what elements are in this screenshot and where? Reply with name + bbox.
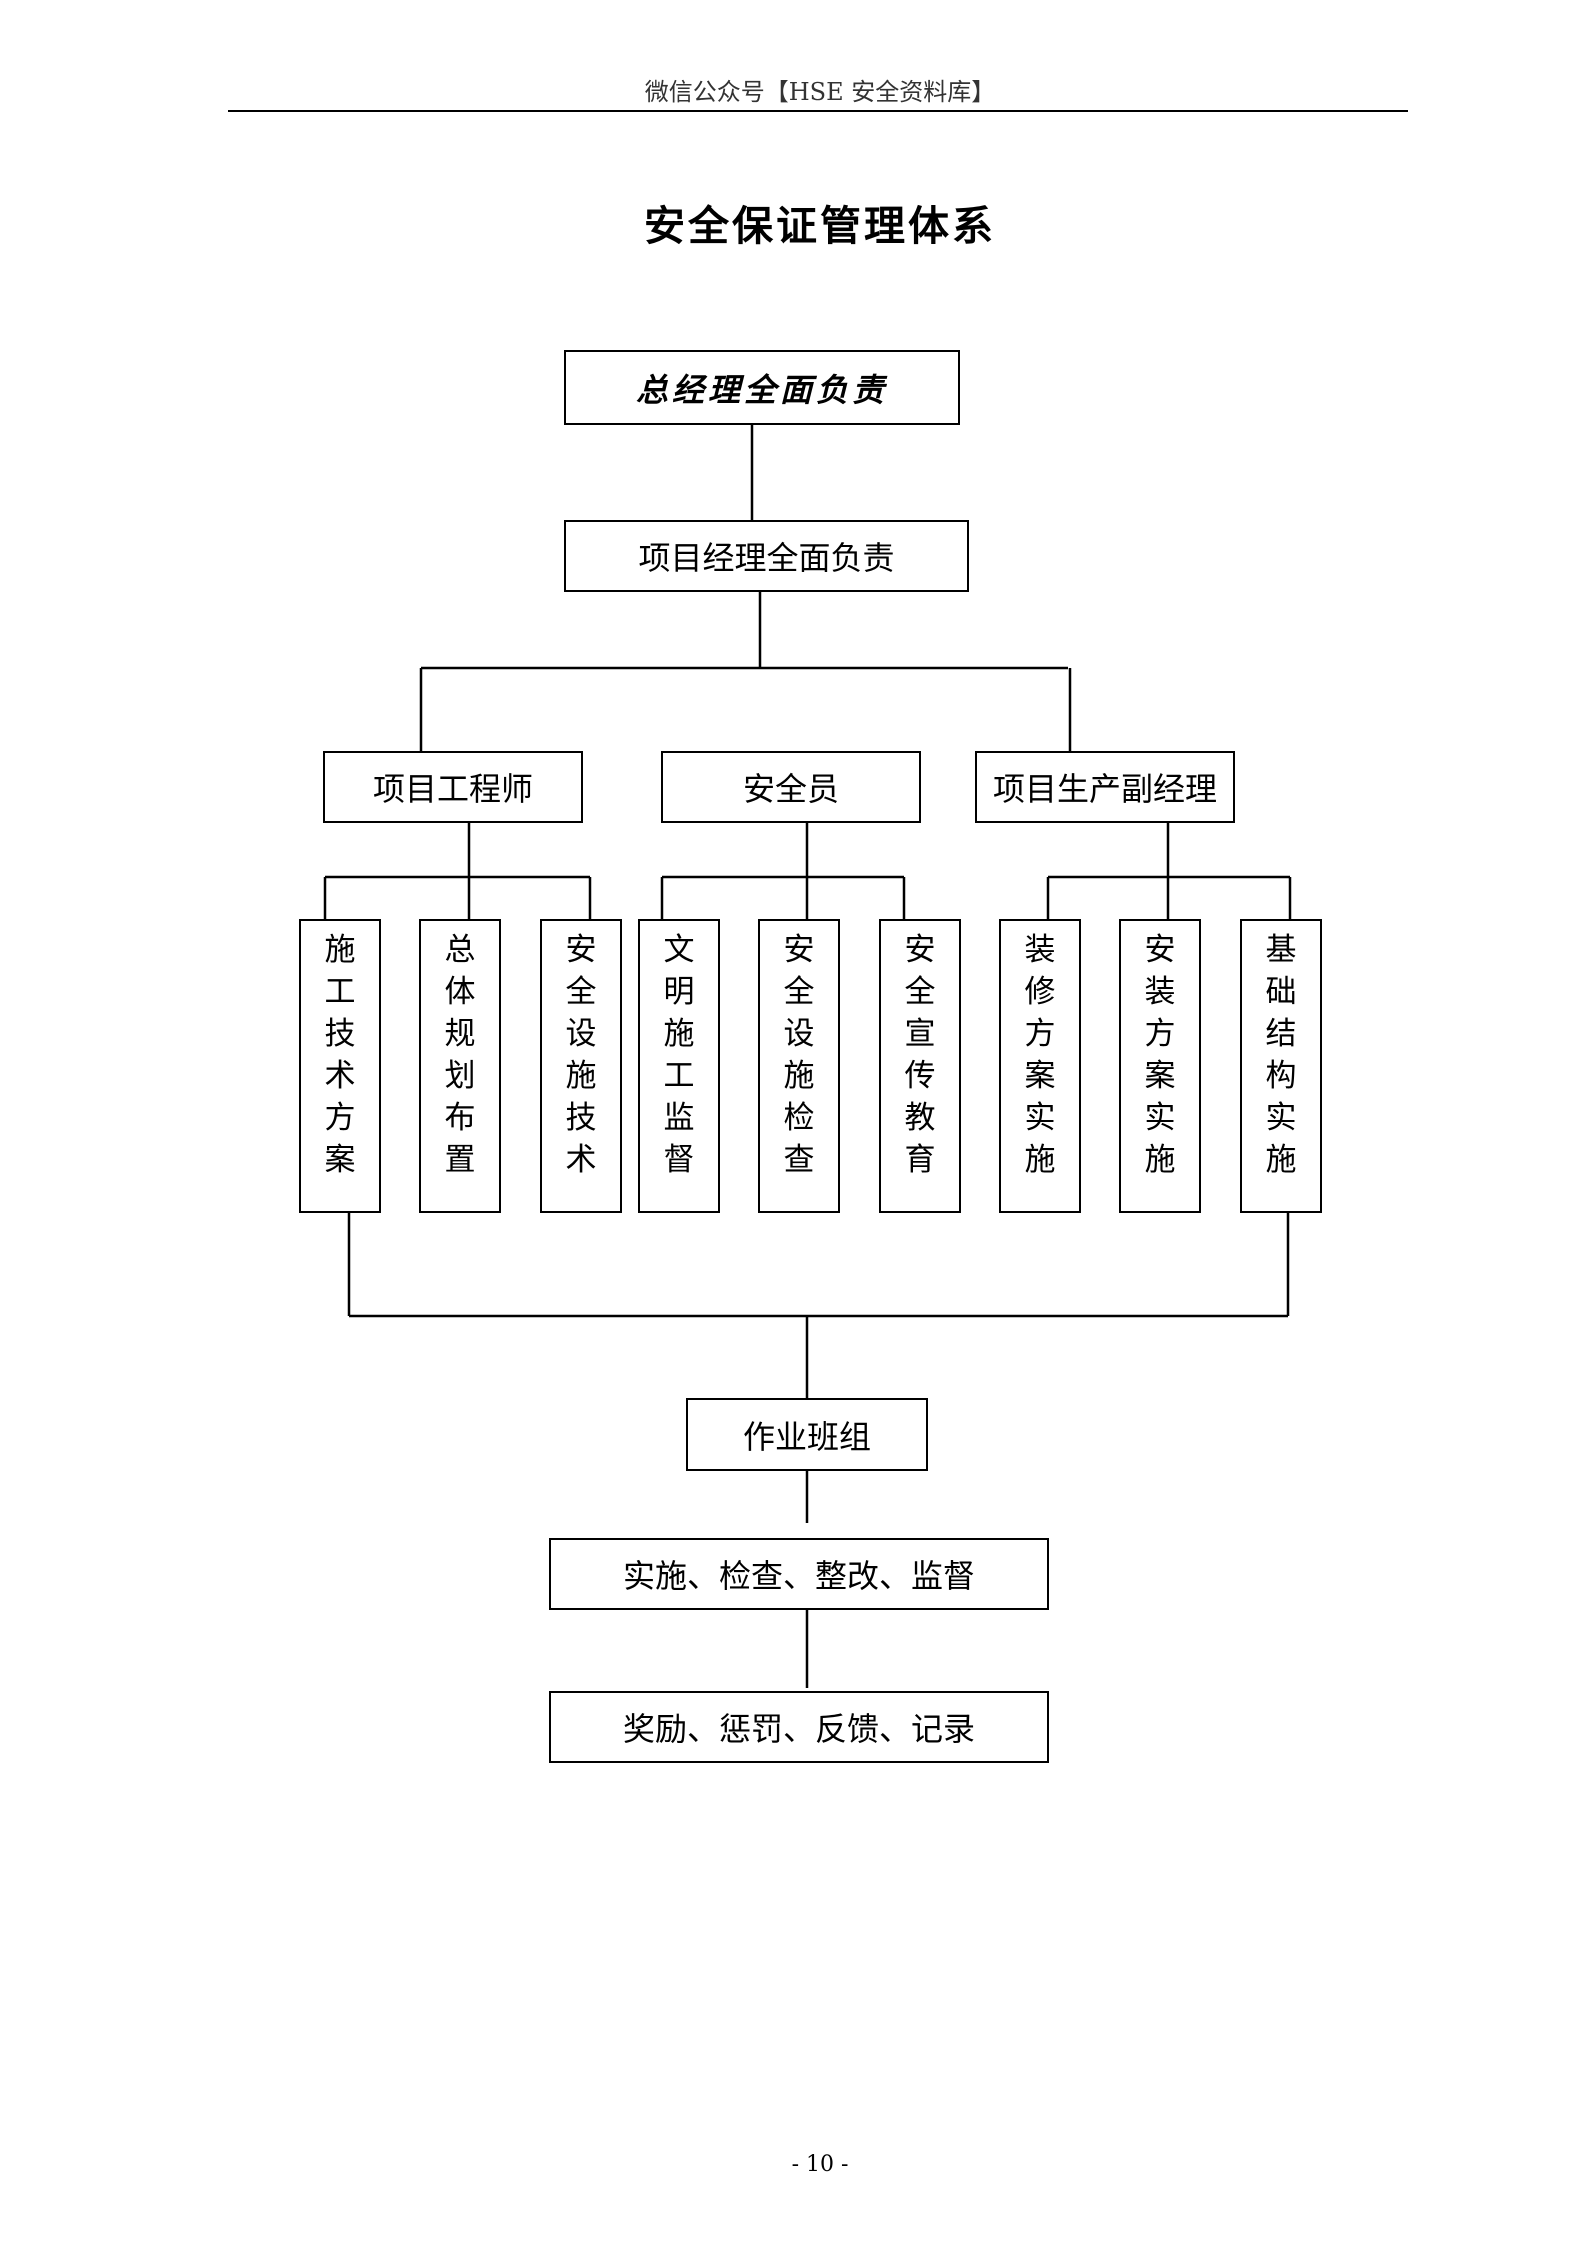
page-title: 安全保证管理体系	[644, 202, 996, 250]
deputy-manager-box: 项目生产副经理	[975, 751, 1235, 823]
task-label: 施工技术方案	[324, 932, 356, 1178]
feedback-label: 奖励、惩罚、反馈、记录	[622, 1710, 975, 1748]
task-box: 安装方案实施	[1119, 919, 1201, 1213]
task-box: 安全宣传教育	[879, 919, 961, 1213]
implementation-label: 实施、检查、整改、监督	[622, 1557, 975, 1595]
task-label: 安装方案实施	[1144, 932, 1176, 1178]
task-box: 文明施工监督	[638, 919, 720, 1213]
project-manager-box: 项目经理全面负责	[564, 520, 969, 592]
page-header: 微信公众号【HSE 安全资料库】	[644, 78, 996, 106]
safety-officer-label: 安全员	[742, 770, 839, 808]
task-box: 安全设施技术	[540, 919, 622, 1213]
task-label: 安全设施检查	[783, 932, 815, 1178]
page-number: - 10 -	[791, 2152, 849, 2177]
feedback-box: 奖励、惩罚、反馈、记录	[549, 1691, 1049, 1763]
task-label: 安全宣传教育	[904, 932, 936, 1178]
task-box: 安全设施检查	[758, 919, 840, 1213]
task-label: 总体规划布置	[444, 932, 476, 1178]
task-label: 装修方案实施	[1024, 932, 1056, 1178]
ceo-label: 总经理全面负责	[635, 370, 888, 409]
work-team-label: 作业班组	[742, 1417, 871, 1456]
deputy-manager-label: 项目生产副经理	[992, 770, 1217, 808]
project-engineer-label: 项目工程师	[372, 770, 533, 808]
ceo-box: 总经理全面负责	[564, 350, 960, 425]
task-label: 安全设施技术	[565, 932, 597, 1178]
implementation-box: 实施、检查、整改、监督	[549, 1538, 1049, 1610]
work-team-box: 作业班组	[686, 1398, 928, 1471]
task-label: 基础结构实施	[1265, 932, 1297, 1178]
project-manager-label: 项目经理全面负责	[638, 539, 895, 577]
header-divider	[228, 110, 1408, 112]
safety-officer-box: 安全员	[661, 751, 921, 823]
task-box: 基础结构实施	[1240, 919, 1322, 1213]
task-label: 文明施工监督	[663, 932, 695, 1178]
project-engineer-box: 项目工程师	[323, 751, 583, 823]
task-box: 装修方案实施	[999, 919, 1081, 1213]
task-box: 总体规划布置	[419, 919, 501, 1213]
task-box: 施工技术方案	[299, 919, 381, 1213]
